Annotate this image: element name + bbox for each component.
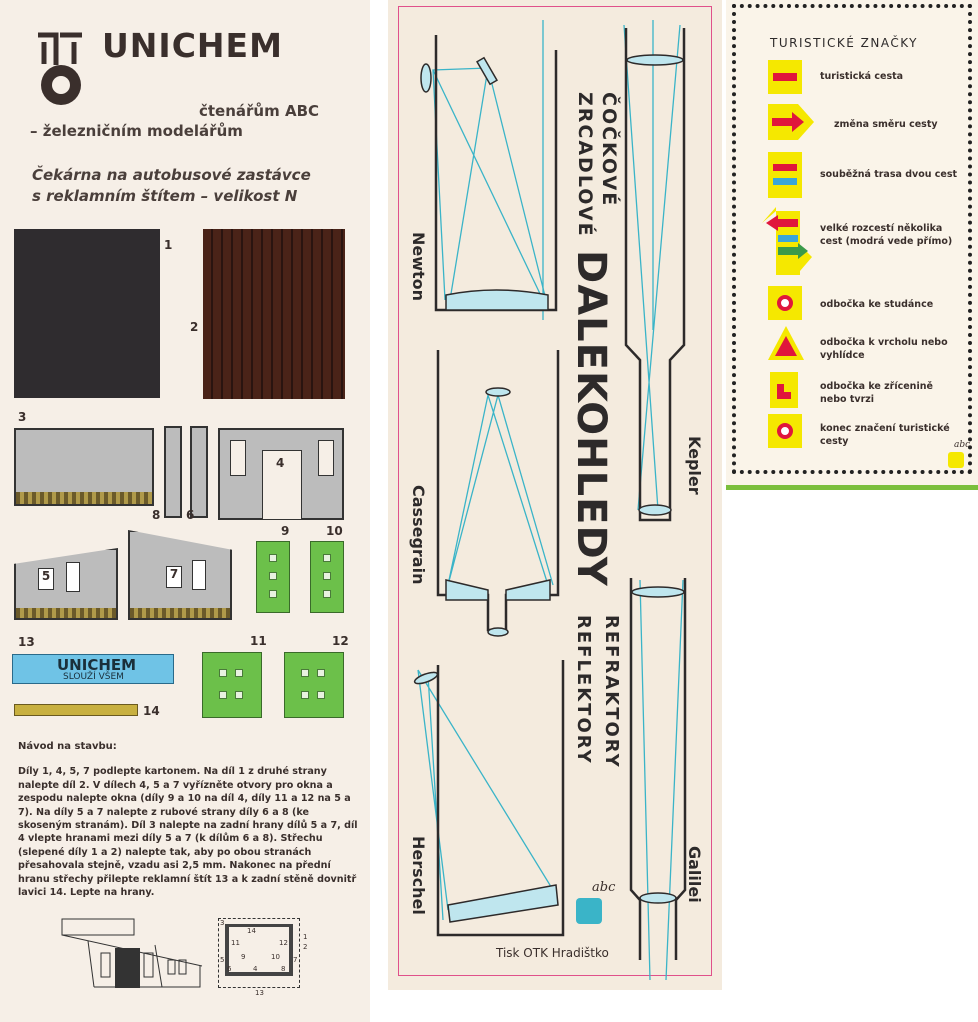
markings-title: TURISTICKÉ ZNAČKY <box>770 36 918 50</box>
part-12-window <box>284 652 344 718</box>
part-number: 8 <box>152 508 161 522</box>
marker-label: odbočka ke studánce <box>820 299 934 310</box>
marker-label: odbočka ke zřícenině nebo tvrzi <box>820 381 933 405</box>
part-number: 4 <box>276 456 285 470</box>
model-title: Čekárna na autobusové zastávce <box>32 166 311 184</box>
heading-mirror: ZRCADLOVÉ <box>574 92 596 238</box>
marker-spring-icon <box>768 286 802 320</box>
sign-slogan: SLOUŽÍ VŠEM <box>63 672 124 682</box>
label-galilei: Galilei <box>685 846 704 903</box>
marker-label: souběžná trasa dvou cest <box>820 169 958 180</box>
plan-label: 1 <box>303 933 308 941</box>
marker-label: velké rozcestí několika cest (modrá vede… <box>820 223 953 247</box>
instructions: Návod na stavbu: Díly 1, 4, 5, 7 podlept… <box>18 740 363 899</box>
floor-plan: 3 14 11 12 5 9 10 7 6 4 8 1 2 13 <box>218 918 307 997</box>
marker-trail-icon <box>768 60 802 94</box>
plan-label: 7 <box>293 956 298 964</box>
part-2-roof-wood <box>203 229 345 399</box>
label-newton: Newton <box>409 232 428 302</box>
diamond-border <box>732 4 972 474</box>
marker-label: konec značení turistické cesty <box>820 423 950 447</box>
sub-reflectors: REFLEKTORY <box>573 615 594 765</box>
plan-label: 4 <box>253 965 258 973</box>
model-subtitle: s reklamním štítem – velikost N <box>32 187 298 205</box>
part-number: 13 <box>18 635 35 649</box>
telescope-diagrams <box>413 20 687 981</box>
abc-logo-icon <box>576 898 602 924</box>
plan-label: 2 <box>303 943 308 951</box>
subtitle-modelers: – železničním modelářům <box>30 122 243 140</box>
part-13-sign: UNICHEM SLOUŽÍ VŠEM <box>12 654 174 684</box>
unichem-model-card: UNICHEM čtenářům ABC – železničním model… <box>0 0 370 1022</box>
part-8 <box>164 426 182 518</box>
marker-parallel-icon <box>768 152 802 198</box>
part-number: 9 <box>281 524 290 538</box>
part-number: 11 <box>250 634 267 648</box>
brand-title: UNICHEM <box>102 26 283 65</box>
abc-logo-icon <box>948 452 964 468</box>
shelter-drawing <box>61 918 203 988</box>
marker-end-icon <box>768 414 802 448</box>
part-3-back-wall <box>14 428 154 506</box>
part-number: 10 <box>326 524 343 538</box>
marker-label: změna směru cesty <box>834 119 938 130</box>
plan-label: 13 <box>255 989 264 997</box>
marker-label: turistická cesta <box>820 71 904 82</box>
plan-label: 10 <box>271 953 280 961</box>
plan-label: 12 <box>279 939 288 947</box>
sub-refractors: REFRAKTORY <box>601 615 622 769</box>
part-9-window <box>256 541 290 613</box>
part-1-roof <box>14 229 160 398</box>
marker-junction-icon <box>762 207 812 275</box>
plan-label: 6 <box>227 965 232 973</box>
instructions-text: Díly 1, 4, 5, 7 podlepte kartonem. Na dí… <box>18 766 358 899</box>
heading-main: DALEKOHLEDY <box>568 250 614 587</box>
window-opening <box>66 562 80 592</box>
telescope-card: ČOČKOVÉ ZRCADLOVÉ DALEKOHLEDY REFRAKTORY… <box>388 0 722 990</box>
printer-credit: Tisk OTK Hradištko <box>496 946 609 960</box>
label-herschel: Herschel <box>409 836 428 915</box>
plan-label: 11 <box>231 939 240 947</box>
part-14-bench <box>14 704 138 716</box>
instructions-title: Návod na stavbu: <box>18 741 117 752</box>
plan-label: 14 <box>247 927 256 935</box>
pink-frame <box>398 6 712 976</box>
marker-turn-icon <box>768 104 814 140</box>
part-6 <box>190 426 208 518</box>
part-number: 12 <box>332 634 349 648</box>
part-number: 1 <box>164 238 173 252</box>
heading-lens: ČOČKOVÉ <box>598 92 620 208</box>
marker-label: odbočka k vrcholu nebo vyhlídce <box>820 337 948 361</box>
marker-summit-icon <box>768 326 804 360</box>
marker-ruin-icon <box>770 372 798 408</box>
label-kepler: Kepler <box>685 436 704 495</box>
abc-logo-text: abc <box>592 880 616 895</box>
part-number: 6 <box>186 508 195 522</box>
part-10-window <box>310 541 344 613</box>
part-number: 7 <box>166 566 182 588</box>
part-number: 14 <box>143 704 160 718</box>
plan-label: 9 <box>241 953 246 961</box>
plan-label: 5 <box>220 956 225 964</box>
window-opening <box>192 560 206 590</box>
part-11-window <box>202 652 262 718</box>
plan-label: 3 <box>220 919 225 927</box>
unichem-logo-icon <box>38 32 82 105</box>
abc-logo-text: abc <box>954 440 971 450</box>
part-number: 2 <box>190 320 199 334</box>
sign-brand: UNICHEM <box>57 656 137 674</box>
part-number: 3 <box>18 410 27 424</box>
trail-markings-card: TURISTICKÉ ZNAČKY turistická cesta změna… <box>726 0 978 490</box>
part-4-front-wall <box>218 428 344 520</box>
part-number: 5 <box>38 568 54 590</box>
plan-label: 8 <box>281 965 286 973</box>
subtitle-readers: čtenářům ABC <box>199 102 320 120</box>
label-cassegrain: Cassegrain <box>409 485 428 585</box>
